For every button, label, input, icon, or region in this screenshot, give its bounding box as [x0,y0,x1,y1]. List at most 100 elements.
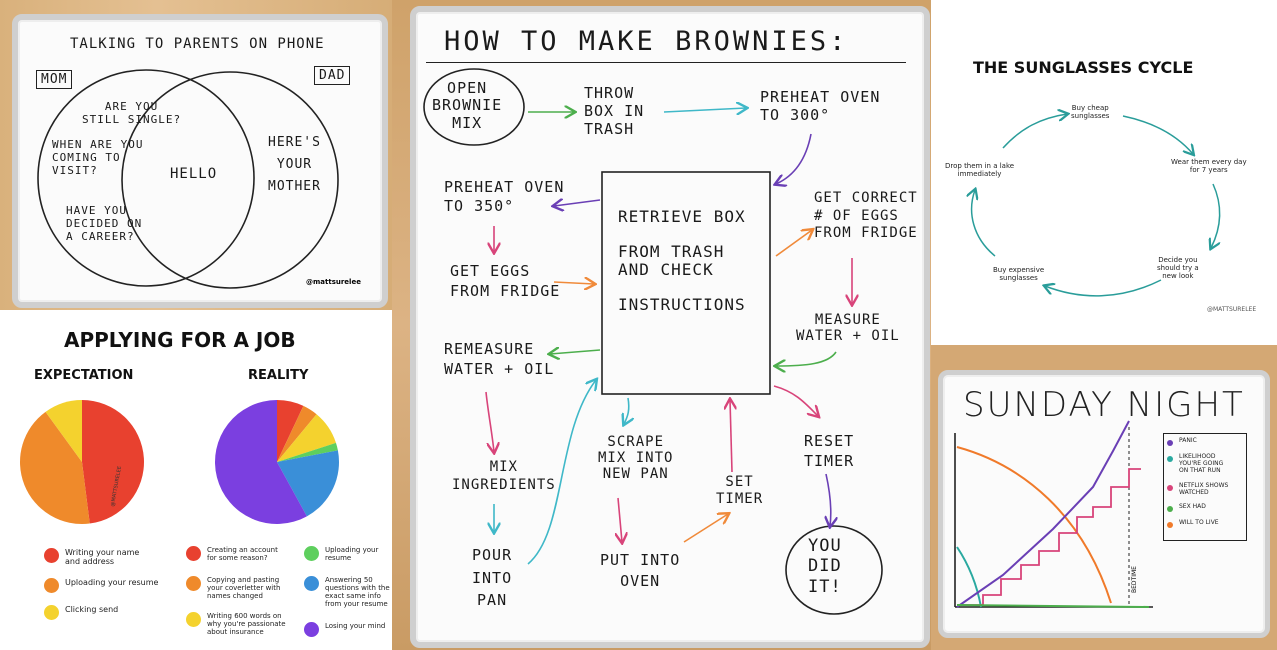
venn-credit: @mattsurelee [306,278,361,286]
reality-slice-3 [277,414,336,462]
sunday-legend-label: LIKELIHOOD YOU'RE GOING ON THAT RUN [1179,453,1224,474]
title-underline [426,62,906,63]
expectation-legend-dot [44,605,59,621]
sunday-legend-dot [1167,440,1173,446]
reality-legend-label: Uploading your resume [325,546,379,563]
step-reset-timer: RESET TIMER [804,432,855,470]
sunday-legend-dot [1167,456,1173,462]
expectation-slice-2 [20,411,90,524]
sunday-legend: PANIC LIKELIHOOD YOU'RE GOING ON THAT RUN… [1163,433,1247,542]
step-throw-box: THROW BOX IN TRASH [584,84,645,138]
reality-legend-item: Answering 50 questions with the exact sa… [304,576,390,608]
expectation-legend-item: Uploading your resume [44,578,159,594]
reality-legend-item: Losing your mind [304,622,385,637]
venn-whiteboard: TALKING TO PARENTS ON PHONE MOM DAD ARE … [12,14,388,308]
sunglasses-title: THE SUNGLASSES CYCLE [973,58,1194,77]
job-pie-charts [20,400,339,524]
reality-legend-label: Losing your mind [325,622,386,630]
job-reality-heading: REALITY [248,368,309,383]
venn-dad-item: HERE'S YOUR MOTHER [268,135,321,195]
reality-legend-item: Copying and pasting your coverletter wit… [186,576,280,600]
step-get-correct-eggs: GET CORRECT # OF EGGS FROM FRIDGE [814,190,918,241]
step-preheat-300: PREHEAT OVEN TO 300° [760,88,881,124]
cycle-step-drop-lake: Drop them in a lake immediately [945,162,1015,178]
reality-legend-label: Creating an account for some reason? [207,546,278,563]
cycle-step-wear: Wear them every day for 7 years [1171,158,1247,174]
sunday-legend-item: PANIC [1167,437,1243,446]
sunday-legend-dot [1167,484,1173,491]
reality-legend-dot [186,612,201,627]
cycle-step-buy-expensive: Buy expensive sunglasses [993,266,1045,282]
job-card: APPLYING FOR A JOB EXPECTATION REALITY @… [0,310,392,650]
reality-slice-2 [277,405,317,462]
brownies-whiteboard: HOW TO MAKE BROWNIES: OPEN BROWN [410,6,930,648]
sunday-legend-item: NETFLIX SHOWS WATCHED [1167,481,1243,497]
sunday-legend-label: WILL TO LIVE [1179,519,1219,527]
expectation-legend-label: Writing your name and address [65,548,140,567]
step-scrape: SCRAPE MIX INTO NEW PAN [598,434,674,483]
reality-slice-1 [277,400,304,462]
step-you-did-it: YOU DID IT! [808,536,842,597]
expectation-legend-item: Clicking send [44,605,158,621]
sunday-legend-dot [1167,522,1173,529]
step-retrieve-box: RETRIEVE BOX FROM TRASH AND CHECK INSTRU… [618,207,746,314]
sunday-legend-item: LIKELIHOOD YOU'RE GOING ON THAT RUN [1167,453,1243,475]
job-expectation-heading: EXPECTATION [34,368,134,383]
expectation-slice-3 [45,400,82,462]
sunday-title: SUNDAY NIGHT [963,385,1245,425]
venn-mom-item-1: ARE YOU STILL SINGLE? [82,100,182,126]
bedtime-label: BEDTIME [1131,566,1138,593]
reality-legend-label: Writing 600 words on why you're passiona… [207,612,286,637]
sunday-legend-item: SEX HAD [1167,503,1243,513]
sunday-legend-label: SEX HAD [1179,503,1206,511]
venn-center-item: HELLO [170,166,218,182]
brownies-arrows [423,68,883,615]
expectation-legend-label: Uploading your resume [65,578,159,588]
step-mix: MIX INGREDIENTS [452,459,556,494]
cycle-step-decide: Decide you should try a new look [1157,256,1199,280]
step-set-timer: SET TIMER [716,474,764,507]
reality-legend-label: Copying and pasting your coverletter wit… [207,576,281,601]
step-open-mix: OPEN BROWNIE MIX [432,79,503,132]
reality-legend: Creating an account for some reason? Copy… [186,546,392,646]
step-get-eggs: GET EGGS FROM FRIDGE [450,262,561,300]
sunglasses-credit: @MATTSURELEE [1207,306,1257,313]
venn-dad-label: DAD [314,66,351,85]
sunglasses-card: THE SUNGLASSES CYCLE Buy cheap sunglasse… [931,0,1277,345]
expectation-slice-1 [82,400,145,524]
sunday-legend-label: PANIC [1179,437,1197,444]
reality-legend-dot [186,546,201,561]
reality-slice-5 [277,450,339,517]
step-measure: MEASURE WATER + OIL [796,312,900,345]
reality-legend-dot [304,622,319,637]
reality-slice-4 [277,442,338,462]
venn-circles [37,69,339,289]
sunday-chart [954,420,1153,608]
expectation-legend-dot [44,548,59,563]
expectation-legend-dot [44,578,59,594]
job-title: APPLYING FOR A JOB [64,328,296,352]
expectation-legend-item: Writing your name and address [44,548,158,566]
reality-legend-item: Creating an account for some reason? [186,546,278,562]
cycle-step-buy-cheap: Buy cheap sunglasses [1071,104,1110,120]
venn-mom-item-2: WHEN ARE YOU COMING TO VISIT? [52,138,144,177]
expectation-legend-label: Clicking send [65,605,119,615]
step-preheat-350: PREHEAT OVEN TO 350° [444,178,565,215]
sunglasses-cycle-arrows [931,0,1277,297]
sunday-legend-dot [1167,506,1173,513]
reality-legend-dot [304,576,319,591]
reality-legend-item: Writing 600 words on why you're passiona… [186,612,286,636]
reality-legend-dot [304,546,319,561]
reality-legend-dot [186,576,201,591]
venn-title: TALKING TO PARENTS ON PHONE [70,36,325,52]
venn-mom-item-3: HAVE YOU DECIDED ON A CAREER? [66,204,143,243]
sunday-legend-item: WILL TO LIVE [1167,519,1243,529]
step-pour: POUR INTO PAN [472,546,513,609]
brownies-title: HOW TO MAKE BROWNIES: [444,26,849,57]
reality-legend-item: Uploading your resume [304,546,378,562]
sunday-legend-label: NETFLIX SHOWS WATCHED [1179,481,1229,496]
reality-legend-label: Answering 50 questions with the exact sa… [325,576,390,609]
sunday-whiteboard: SUNDAY NIGHT BEDTIME PANIC LIKELIHOOD YOU… [938,370,1270,638]
step-put-oven: PUT INTO OVEN [600,551,681,590]
